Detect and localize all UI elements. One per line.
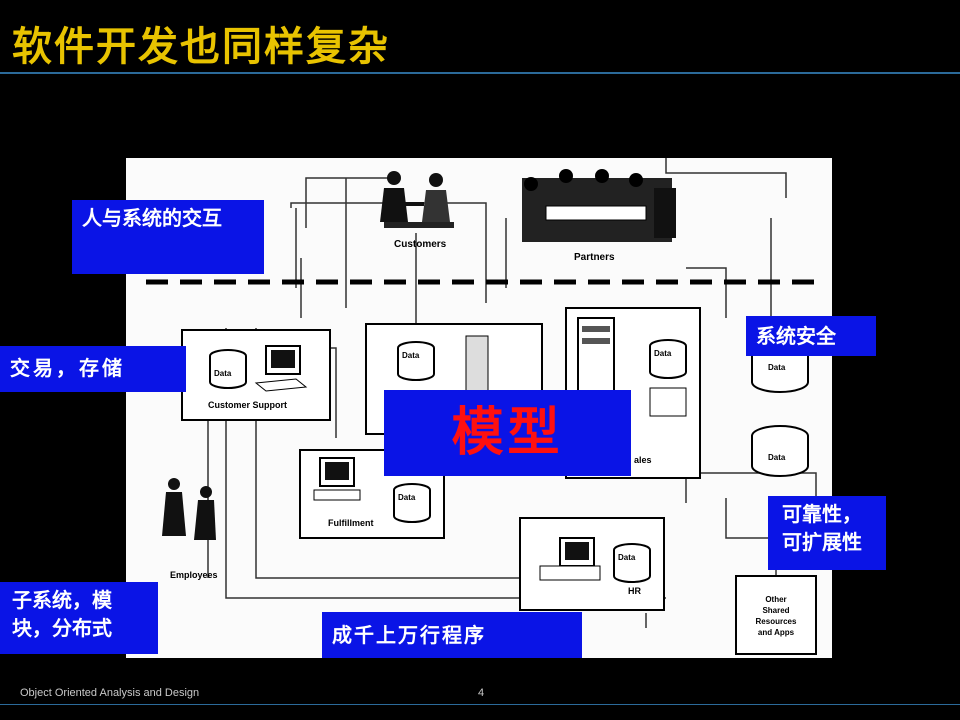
computer-icon-3 (539, 537, 601, 581)
partners-icon (522, 169, 676, 242)
fulfillment-label: Fulfillment (328, 518, 374, 528)
shared-line-4: and Apps (758, 628, 795, 637)
partners-label: Partners (574, 252, 615, 263)
hr-label: HR (628, 586, 641, 596)
phone-icon (649, 387, 687, 417)
customer-support-box (181, 329, 331, 421)
callout-lines-of-code: 成千上万行程序 (322, 612, 582, 658)
callout-reliability: 可靠性，可扩展性 (768, 496, 886, 570)
sales-label: ales (634, 455, 652, 465)
fulfillment-database-icon (393, 483, 431, 523)
customers-label: Customers (394, 239, 447, 250)
slide-title: 软件开发也同样复杂 (12, 24, 390, 70)
computer-icon-2 (313, 457, 361, 501)
shared-line-3: Resources (756, 617, 797, 626)
footer-divider (0, 704, 960, 705)
computer-icon (254, 345, 308, 392)
db-label-4: Data (768, 363, 786, 372)
callout-subsystem: 子系统，模块，分布式 (0, 582, 158, 654)
callout-security: 系统安全 (746, 316, 876, 356)
customers-icon (380, 171, 454, 228)
db-label-5: Data (768, 453, 786, 462)
db-label-3: Data (654, 349, 672, 358)
db-label-2: Data (402, 351, 420, 360)
shared-resources-box (735, 575, 817, 655)
callout-transaction: 交易，存储 (0, 346, 186, 392)
callout-human-system: 人与系统的交互 (72, 200, 264, 274)
shared-line-1: Other (765, 595, 786, 604)
shared-line-2: Shared (762, 606, 789, 615)
hr-database-icon (613, 543, 651, 583)
db-label-7: Data (618, 553, 636, 562)
footer-course-name: Object Oriented Analysis and Design (20, 687, 200, 699)
employees-label: Employees (170, 570, 218, 580)
page-number: 4 (478, 687, 485, 699)
title-divider (0, 72, 960, 74)
sales-database-icon (649, 339, 687, 379)
db-label-6: Data (398, 493, 416, 502)
employees-icon (162, 478, 216, 540)
server-icon (465, 335, 489, 397)
middle-database-icon (397, 341, 435, 381)
callout-model: 模型 (384, 390, 631, 476)
storage-database-icon (751, 425, 809, 477)
db-label: Data (214, 369, 232, 378)
customer-support-label: Customer Support (208, 400, 287, 410)
